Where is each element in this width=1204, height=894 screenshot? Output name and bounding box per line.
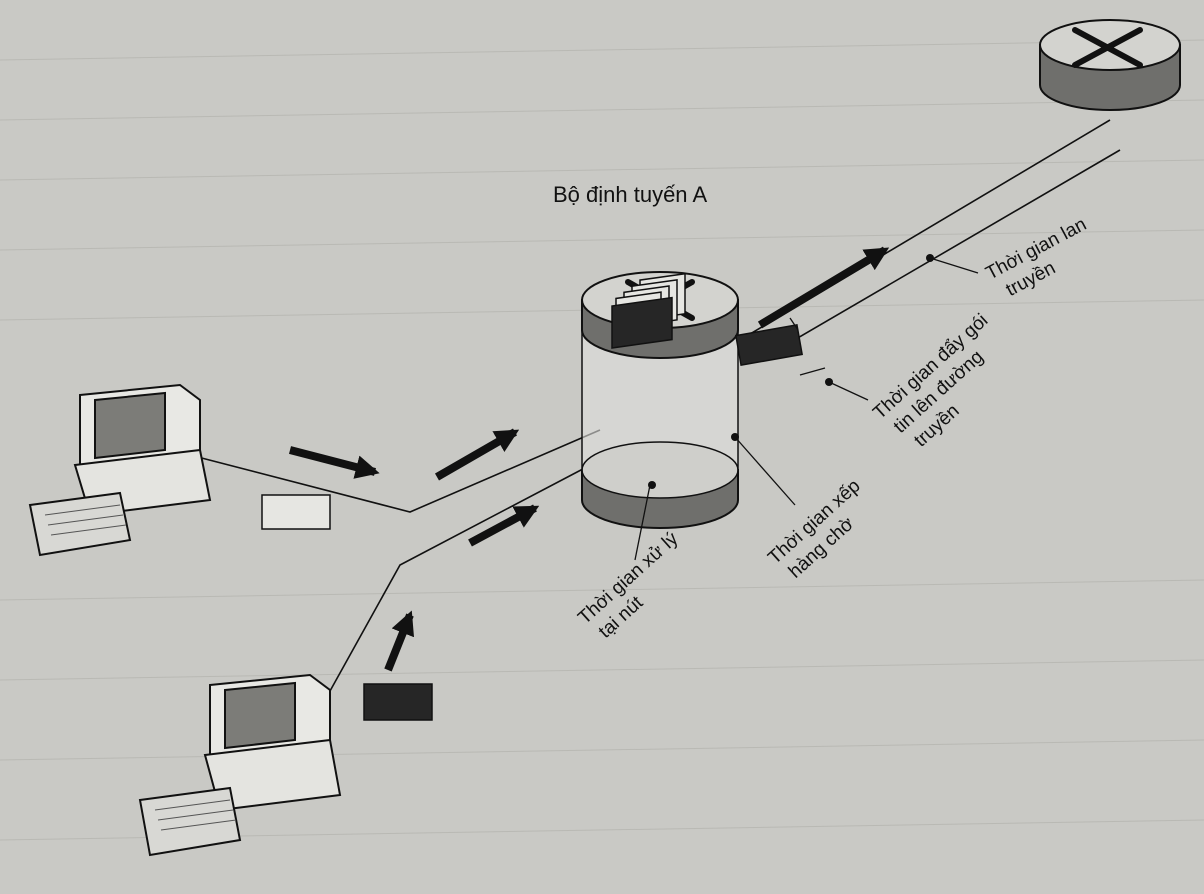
link-host1-router-a <box>189 429 601 513</box>
router-b-cross-icon <box>1072 27 1143 68</box>
host-computer-1 <box>28 383 212 557</box>
arrow-link1-to-router <box>435 428 520 481</box>
link-host2-router-a <box>324 459 601 701</box>
arrow-host2 <box>384 610 415 672</box>
host-computer-2 <box>138 673 342 857</box>
arrow-link2-to-router <box>468 504 540 547</box>
transmission-delay-label: Thời gian đẩy gói tin lên đường truyền <box>869 310 992 451</box>
link-packets <box>261 494 433 721</box>
router-b <box>1039 19 1181 111</box>
packet-in-transmission <box>734 323 804 367</box>
arrow-host1 <box>288 446 380 479</box>
flow-arrows <box>288 246 890 672</box>
label-dots <box>648 254 934 489</box>
queuing-delay-label: Thời gian xếp hàng chờ <box>764 476 864 583</box>
router-a-title: Bộ định tuyến A <box>553 182 707 207</box>
queued-packets <box>611 272 686 349</box>
link-router-a-router-b-bottom <box>759 149 1121 361</box>
propagation-delay-label: Thời gian lan truyền <box>982 214 1090 301</box>
arrow-output-link <box>757 246 890 329</box>
label-leaders <box>634 257 979 561</box>
processing-delay-label: Thời gian xử lý tại nút <box>574 528 682 642</box>
